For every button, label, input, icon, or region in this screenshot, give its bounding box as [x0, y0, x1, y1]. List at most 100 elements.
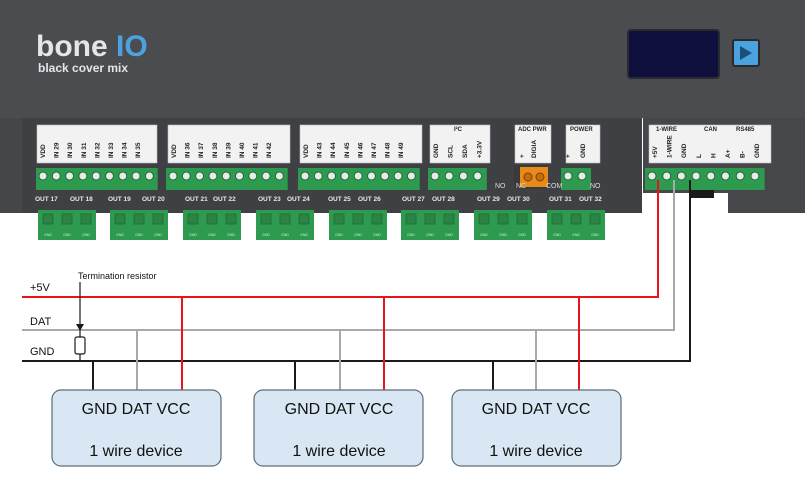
terminal-screw[interactable] — [195, 171, 205, 181]
terminal-screw[interactable] — [473, 171, 483, 181]
output-screw[interactable] — [589, 213, 601, 225]
logo-main-text: bone — [36, 30, 108, 63]
output-screw[interactable] — [516, 213, 528, 225]
output-pin-label: GND — [354, 233, 362, 237]
terminal-screw[interactable] — [735, 171, 745, 181]
output-screw[interactable] — [478, 213, 490, 225]
output-screw[interactable] — [187, 213, 199, 225]
output-label: OUT 30 — [507, 196, 530, 203]
output-label: OUT 20 — [142, 196, 165, 203]
pin-label: GND — [754, 143, 761, 158]
terminal-screw[interactable] — [662, 171, 672, 181]
terminal-screw[interactable] — [367, 171, 376, 181]
terminal-screw[interactable] — [393, 171, 403, 181]
output-screw[interactable] — [61, 213, 73, 225]
terminal-screw[interactable] — [430, 171, 440, 181]
terminal-screw[interactable] — [181, 171, 191, 181]
user-button[interactable] — [732, 39, 760, 67]
output-screw[interactable] — [497, 213, 509, 225]
terminal-screw[interactable] — [577, 171, 587, 181]
terminal-screw[interactable] — [647, 171, 657, 181]
sensor-1-body — [51, 389, 222, 467]
terminal-screw[interactable] — [168, 171, 178, 181]
terminal-screw[interactable] — [144, 171, 154, 181]
output-screw[interactable] — [260, 213, 272, 225]
terminal-screw[interactable] — [353, 171, 363, 181]
output-screw[interactable] — [424, 213, 436, 225]
sensor-1-name: 1 wire device — [89, 443, 182, 460]
terminal-screw[interactable] — [340, 171, 350, 181]
terminal-screw[interactable] — [65, 171, 75, 181]
terminal-screw[interactable] — [274, 171, 284, 181]
pin-label: DIGIA — [531, 140, 538, 158]
sensor-1-pins: GND DAT VCC — [82, 401, 191, 418]
resistor-body-icon — [74, 336, 86, 355]
output-label: OUT 27 — [402, 196, 425, 203]
output-screw[interactable] — [298, 213, 310, 225]
terminal-screw[interactable] — [235, 171, 244, 181]
terminal-screw[interactable] — [327, 171, 337, 181]
output-screw[interactable] — [206, 213, 218, 225]
terminal-screw[interactable] — [706, 171, 716, 181]
output-screw[interactable] — [352, 213, 364, 225]
terminal-screw[interactable] — [131, 171, 141, 181]
output-pin-label: GND — [189, 233, 197, 237]
output-screw[interactable] — [371, 213, 383, 225]
header-power: POWER — [570, 127, 593, 133]
terminal-screw[interactable] — [118, 171, 128, 181]
output-pin-label: GND — [208, 233, 216, 237]
output-screw[interactable] — [443, 213, 455, 225]
output-pin-label: GND — [82, 233, 90, 237]
terminal-screw[interactable] — [208, 171, 218, 181]
pin-label: IN 30 — [67, 142, 74, 158]
output-screw[interactable] — [570, 213, 582, 225]
pin-label: IN 33 — [108, 142, 115, 158]
terminal-screw[interactable] — [676, 171, 686, 181]
terminal-screw[interactable] — [51, 171, 61, 181]
terminal-screw[interactable] — [221, 171, 231, 181]
output-screw[interactable] — [152, 213, 164, 225]
terminal-screw[interactable] — [248, 171, 258, 181]
output-label: OUT 29 — [477, 196, 500, 203]
terminal-screw[interactable] — [300, 171, 310, 181]
terminal-screw[interactable] — [91, 171, 101, 181]
terminal-screw[interactable] — [313, 171, 323, 181]
output-screw[interactable] — [405, 213, 417, 225]
output-screw[interactable] — [42, 213, 54, 225]
cable-clip — [690, 190, 714, 198]
output-screw[interactable] — [225, 213, 237, 225]
terminal-screw[interactable] — [78, 171, 88, 181]
output-screw[interactable] — [133, 213, 145, 225]
pin-label: IN 29 — [54, 142, 61, 158]
pin-label: IN 44 — [330, 142, 337, 158]
pin-label: 1-WIRE — [667, 135, 674, 158]
output-screw[interactable] — [333, 213, 345, 225]
terminal-screw[interactable] — [380, 171, 390, 181]
output-screw[interactable] — [279, 213, 291, 225]
terminal-screw[interactable] — [721, 171, 730, 181]
output-screw[interactable] — [114, 213, 126, 225]
terminal-screw[interactable] — [563, 171, 573, 181]
adc-screw-2 — [535, 172, 545, 182]
sensor-2-name: 1 wire device — [292, 443, 385, 460]
wire-gnd-bus — [22, 180, 691, 362]
terminal-screw[interactable] — [261, 171, 271, 181]
terminal-screw[interactable] — [38, 171, 48, 181]
terminal-screw[interactable] — [105, 171, 114, 181]
output-pin-label: GND — [300, 233, 308, 237]
terminal-screw[interactable] — [458, 171, 468, 181]
output-pin-label: GND — [572, 233, 580, 237]
output-screw[interactable] — [80, 213, 92, 225]
terminal-screw[interactable] — [750, 171, 760, 181]
pin-label: IN 45 — [344, 142, 351, 158]
pin-label: IN 34 — [122, 142, 129, 158]
input-terminal-block-6 — [645, 168, 765, 190]
terminal-screw[interactable] — [406, 171, 416, 181]
pin-label: VDD — [303, 144, 310, 158]
terminal-screw[interactable] — [444, 171, 454, 181]
output-screw[interactable] — [551, 213, 563, 225]
terminal-screw[interactable] — [691, 171, 701, 181]
